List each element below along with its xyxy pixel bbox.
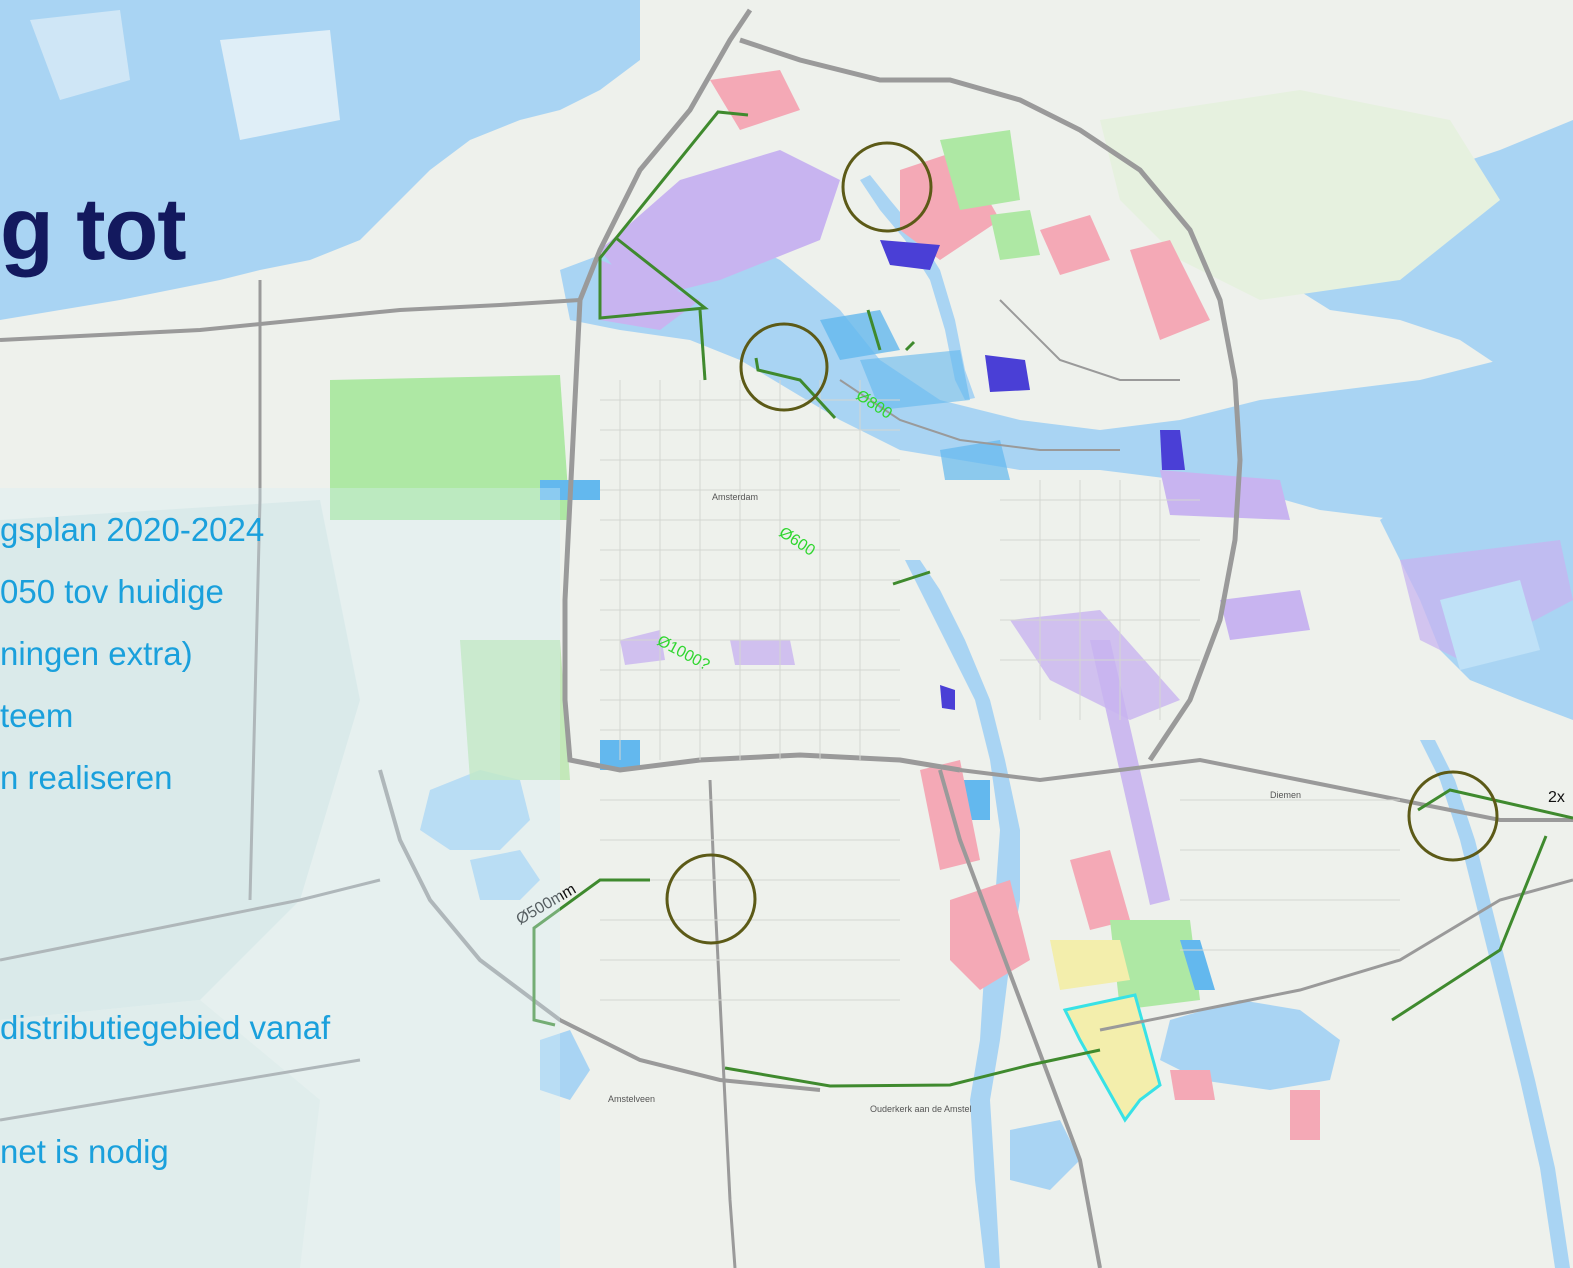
place-label-diemen: Diemen (1270, 790, 1301, 800)
bullet-line-1: gsplan 2020-2024 (0, 511, 265, 548)
bullet-line-3: ningen extra) (0, 635, 193, 672)
place-label-amstelveen: Amstelveen (608, 1094, 655, 1104)
text-overlay-panel (0, 488, 560, 1268)
bullet-line-7: net is nodig (0, 1133, 169, 1170)
circle-centraal (739, 322, 829, 412)
bullet-line-2: 050 tov huidige (0, 573, 224, 610)
pipe-label-2x: 2x (1548, 789, 1565, 806)
zoning-areas (330, 70, 1573, 1140)
bullet-line-4: teem (0, 697, 74, 734)
highlight-circles (665, 141, 1499, 945)
circle-oost (1407, 770, 1499, 862)
place-labels: Amsterdam Amstelveen Diemen Ouderkerk aa… (608, 492, 1301, 1114)
bullet-line-6: distributiegebied vanaf (0, 1009, 331, 1046)
slide-title-fragment: g tot (0, 179, 187, 278)
circle-noord (841, 141, 933, 233)
circle-zuid (665, 853, 757, 945)
pipeline-lines (532, 110, 1573, 1088)
place-label-amsterdam: Amsterdam (712, 492, 758, 502)
place-label-ouderkerk: Ouderkerk aan de Amstel (870, 1104, 972, 1114)
bullet-line-5: n realiseren (0, 759, 173, 796)
